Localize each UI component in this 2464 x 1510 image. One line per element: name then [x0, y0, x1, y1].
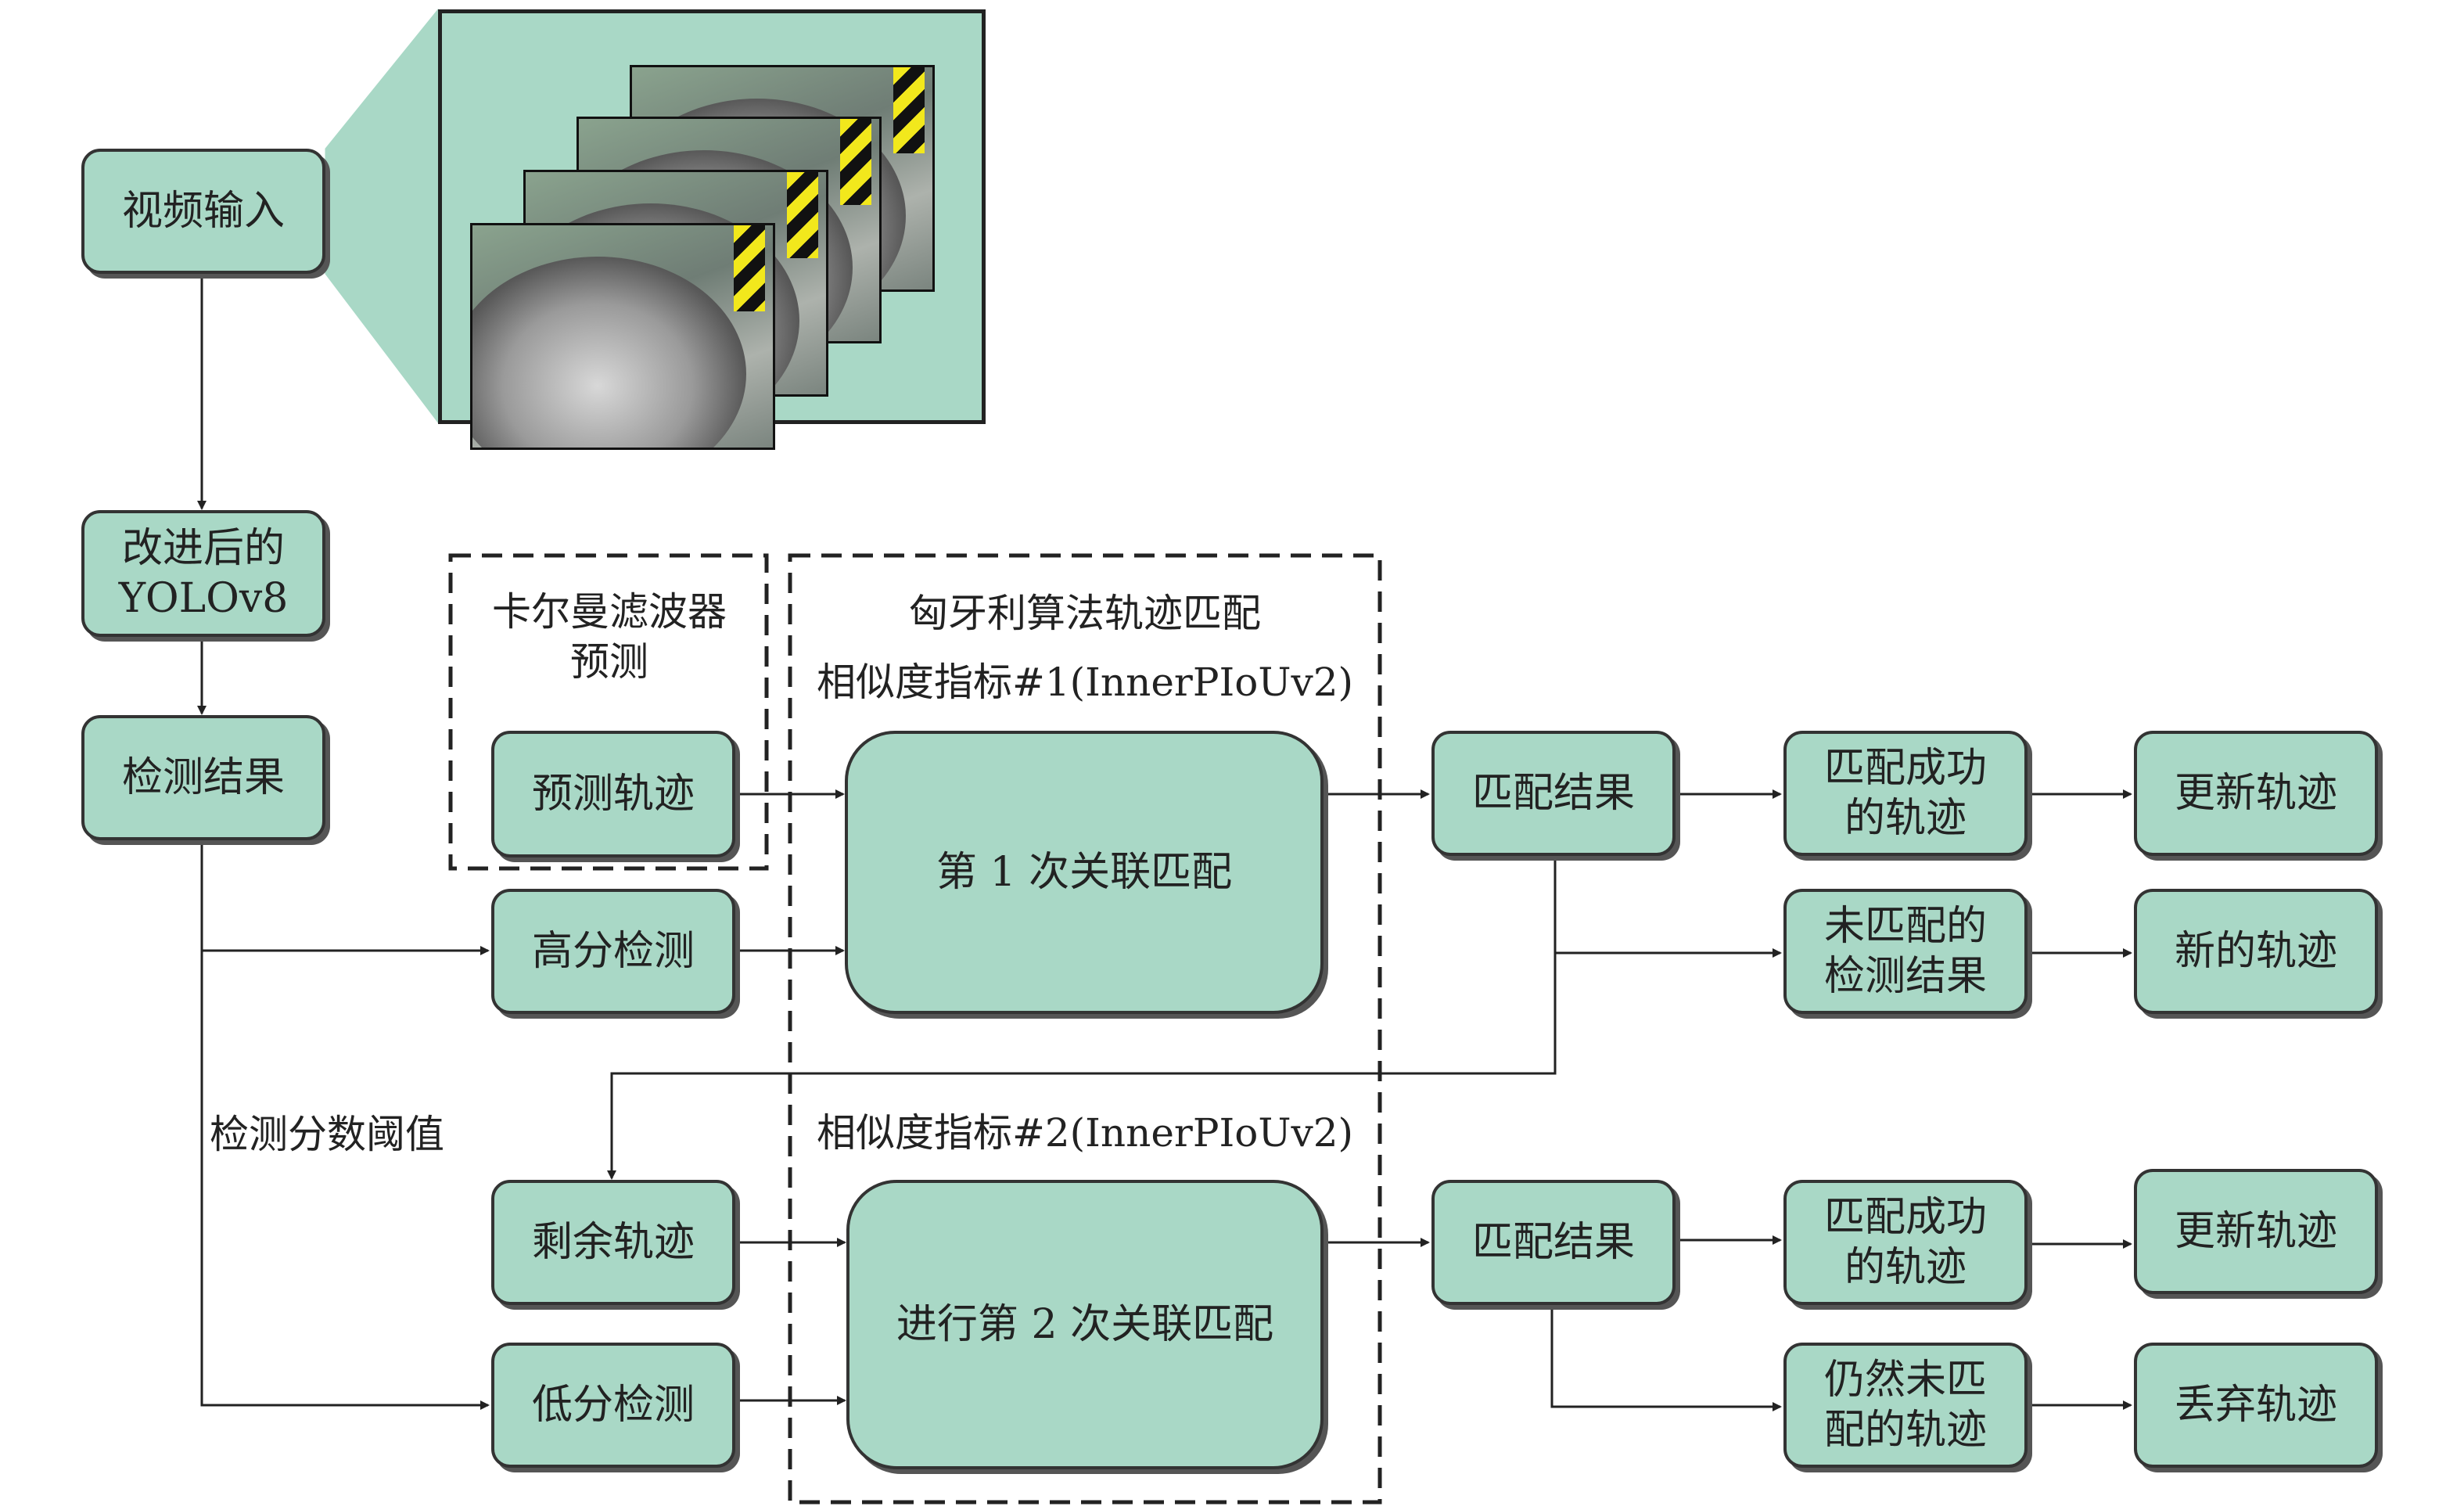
matched-track-node-1: 匹配成功 的轨迹 [1783, 731, 2028, 856]
match-result-node-1: 匹配结果 [1431, 731, 1676, 856]
kalman-group-box [448, 553, 769, 871]
detect-result-node: 检测结果 [81, 715, 325, 840]
second-match-node: 进行第 2 次关联匹配 [846, 1180, 1324, 1469]
new-track-node: 新的轨迹 [2134, 889, 2378, 1014]
edge-result1-remain [607, 953, 1557, 1180]
hungarian-label: 匈牙利算法轨迹匹配 [909, 591, 1261, 636]
still-unmatched-node: 仍然未匹 配的轨迹 [1783, 1343, 2028, 1468]
discard-track-node: 丢弃轨迹 [2134, 1343, 2378, 1468]
similarity-label-2: 相似度指标#2(InnerPIoUv2) [816, 1110, 1354, 1156]
threshold-label: 检测分数阈值 [210, 1112, 444, 1157]
edge-detect-low [200, 951, 490, 1410]
remain-track-node: 剩余轨迹 [491, 1180, 735, 1305]
update-track-node-1: 更新轨迹 [2134, 731, 2378, 856]
video-frame-1 [470, 223, 775, 450]
kalman-label: 卡尔曼滤波器 预测 [492, 589, 727, 685]
matched-track-node-2: 匹配成功 的轨迹 [1783, 1180, 2028, 1305]
high-detect-node: 高分检测 [491, 889, 735, 1014]
match-result-node-2: 匹配结果 [1431, 1180, 1676, 1305]
similarity-label-1: 相似度指标#1(InnerPIoUv2) [816, 660, 1354, 705]
hungarian-group-box [788, 553, 1382, 1505]
predict-track-node: 预测轨迹 [491, 731, 735, 857]
video-input-node: 视频输入 [81, 149, 325, 274]
edge-result2-still [1550, 1303, 1782, 1411]
unmatched-detect-node: 未匹配的 检测结果 [1783, 889, 2028, 1014]
first-match-node: 第 1 次关联匹配 [845, 731, 1324, 1014]
low-detect-node: 低分检测 [491, 1343, 735, 1468]
edge-result1-unmatched [1553, 854, 1782, 958]
callout-wedge [325, 8, 439, 424]
video-frames-panel [438, 9, 986, 450]
edge-detect-high [200, 841, 490, 955]
update-track-node-2: 更新轨迹 [2134, 1169, 2378, 1294]
yolo-node: 改进后的 YOLOv8 [81, 510, 325, 637]
